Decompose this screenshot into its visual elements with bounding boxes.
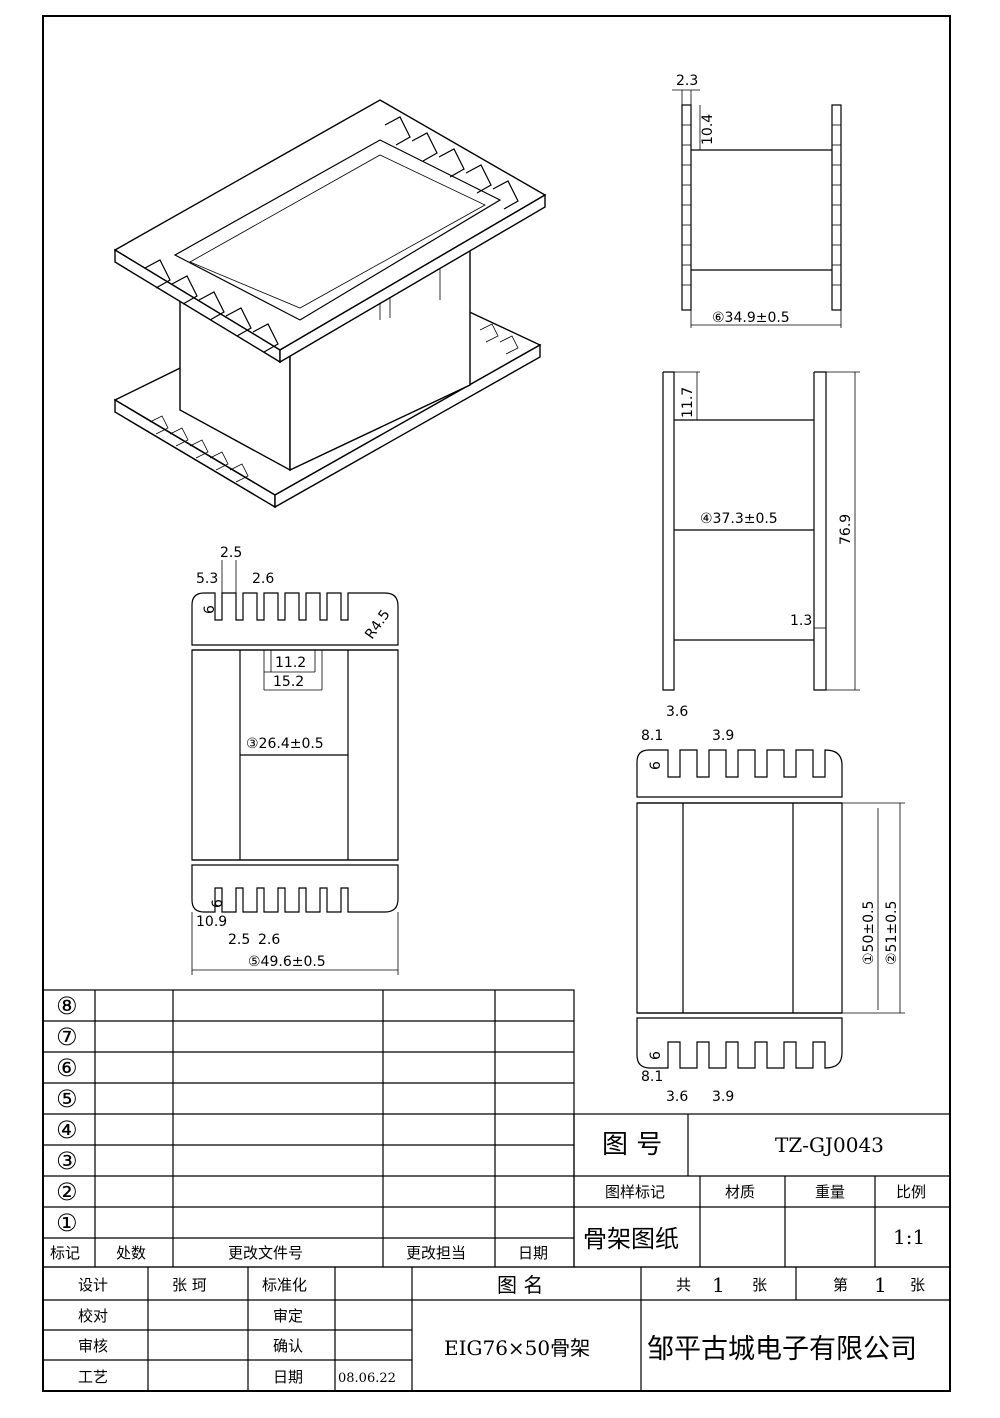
header-count: 处数 — [116, 1244, 146, 1262]
approve-label: 审定 — [273, 1307, 303, 1325]
check-label: 校对 — [78, 1307, 108, 1325]
dim-text: R4.5 — [362, 607, 393, 642]
dim-text: 2.5 — [228, 932, 250, 948]
revision-mark: ⑥ — [56, 1054, 78, 1082]
revision-table: ⑧ ⑦ ⑥ ⑤ ④ ③ ② ① 标记 处数 更改文件号 更改担当 日期 — [42, 989, 575, 1268]
dim-text: 15.2 — [273, 674, 304, 690]
dim-text: 2.6 — [258, 932, 280, 948]
side-view-top: 2.3 10.4 ⑥34.9±0.5 — [672, 73, 842, 328]
dim-text: 10.4 — [700, 114, 716, 145]
dim-text: 3.9 — [712, 728, 734, 744]
dim-text: 6 — [648, 1051, 664, 1060]
dim-text: ④37.3±0.5 — [700, 511, 778, 527]
dim-text: 1.3 — [790, 613, 812, 629]
revision-mark: ⑧ — [56, 992, 78, 1020]
dim-text: ②51±0.5 — [884, 901, 900, 965]
front-view: 11.7 ④37.3±0.5 76.9 1.3 — [662, 371, 860, 691]
dim-text: 8.1 — [641, 728, 663, 744]
total-label: 共 — [676, 1276, 691, 1294]
dim-text: 11.2 — [275, 655, 306, 671]
process-label: 工艺 — [78, 1368, 108, 1386]
dim-text: 6 — [648, 761, 664, 770]
dim-text: 76.9 — [838, 514, 854, 545]
sheet-unit: 张 — [910, 1276, 925, 1294]
dim-text: 10.9 — [196, 914, 227, 930]
date-label: 日期 — [273, 1368, 303, 1386]
signoff-block: 设计 张 珂 标准化 图 名 共 1 张 第 1 张 校对 审定 审核 确认 工… — [42, 1266, 951, 1392]
page-label: 第 — [833, 1276, 848, 1294]
drawing-no-label: 图 号 — [602, 1130, 662, 1160]
revision-mark: ① — [56, 1209, 78, 1237]
part-name: EIG76×50骨架 — [444, 1336, 590, 1360]
revision-mark: ② — [56, 1178, 78, 1206]
dim-text: 2.3 — [676, 73, 698, 89]
dim-text: 6 — [210, 899, 226, 908]
dim-text: 3.6 — [666, 704, 688, 720]
name-label: 图 名 — [497, 1273, 543, 1297]
header-drawing-mark: 图样标记 — [605, 1183, 665, 1201]
header-weight: 重量 — [815, 1183, 845, 1201]
document-type: 骨架图纸 — [583, 1225, 679, 1253]
sheet-unit: 张 — [752, 1276, 767, 1294]
plan-view-left: 2.5 5.3 2.6 6 R4.5 11.2 15.2 ③26.4±0.5 6… — [191, 545, 399, 975]
isometric-view — [113, 99, 547, 509]
review-label: 审核 — [78, 1337, 108, 1355]
standard-label: 标准化 — [262, 1276, 307, 1294]
header-change-owner: 更改担当 — [406, 1244, 466, 1262]
dim-text: 11.7 — [680, 387, 696, 418]
sign-date: 08.06.22 — [338, 1371, 396, 1386]
revision-mark: ③ — [56, 1147, 78, 1175]
confirm-label: 确认 — [273, 1337, 303, 1355]
header-change-doc: 更改文件号 — [228, 1244, 303, 1262]
title-block: 图 号 TZ-GJ0043 图样标记 材质 重量 比例 骨架图纸 1:1 — [573, 1113, 951, 1268]
revision-mark: ⑤ — [56, 1085, 78, 1113]
revision-mark: ⑦ — [56, 1023, 78, 1051]
dim-text: 3.9 — [712, 1089, 734, 1105]
design-label: 设计 — [78, 1276, 108, 1294]
header-date: 日期 — [518, 1244, 548, 1262]
header-scale: 比例 — [896, 1183, 926, 1201]
header-material: 材质 — [725, 1183, 755, 1201]
designer-name: 张 珂 — [172, 1276, 207, 1294]
dim-text: ⑤49.6±0.5 — [248, 954, 326, 970]
dim-text: 8.1 — [641, 1069, 663, 1085]
dim-text: 6 — [202, 605, 218, 614]
drawing-number: TZ-GJ0043 — [775, 1133, 884, 1157]
dim-text: ③26.4±0.5 — [246, 736, 324, 752]
scale-value: 1:1 — [893, 1225, 925, 1249]
company-name: 邹平古城电子有限公司 — [647, 1334, 917, 1365]
dim-text: 3.6 — [666, 1089, 688, 1105]
total-sheets: 1 — [712, 1273, 725, 1297]
page-number: 1 — [874, 1273, 887, 1297]
dim-text: 2.6 — [252, 571, 274, 587]
plan-view-right: 3.6 8.1 3.9 6 ①50±0.5 ②51±0.5 6 8.1 3.6 … — [636, 704, 905, 1105]
dim-text: ①50±0.5 — [861, 901, 877, 965]
header-mark: 标记 — [50, 1244, 80, 1262]
dim-text: 2.5 — [220, 545, 242, 561]
dim-text: ⑥34.9±0.5 — [712, 310, 790, 326]
dim-text: 5.3 — [196, 571, 218, 587]
revision-mark: ④ — [56, 1116, 78, 1144]
